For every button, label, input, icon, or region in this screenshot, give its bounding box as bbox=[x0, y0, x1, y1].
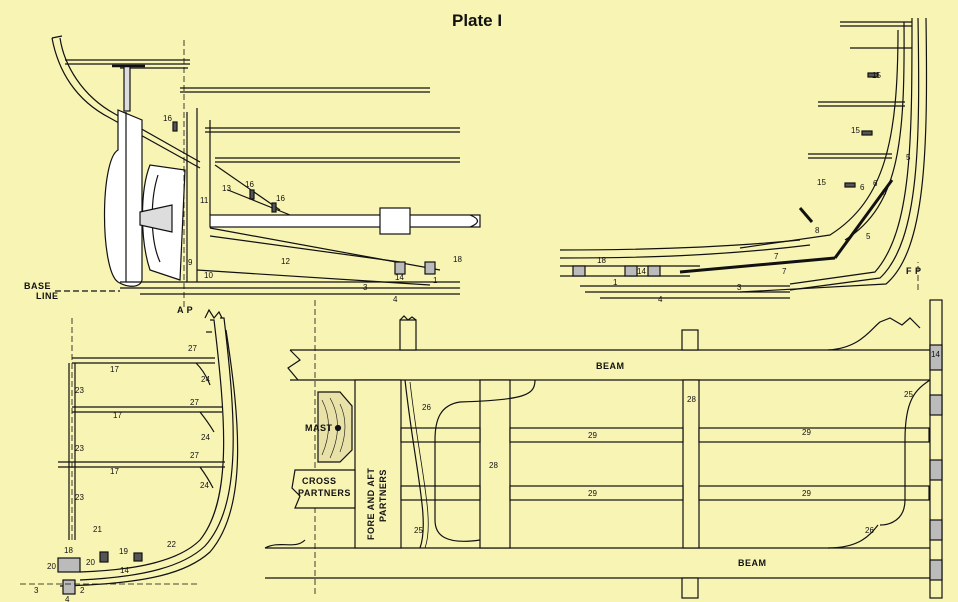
bow-label-3: 3 bbox=[737, 283, 742, 292]
base-line-label-2: LINE bbox=[36, 291, 59, 301]
ap-label: A P bbox=[177, 305, 193, 315]
bow-label-6c: 6 bbox=[882, 188, 887, 197]
bow-label-4: 4 bbox=[658, 295, 663, 304]
stern-label-16b: 16 bbox=[245, 180, 254, 189]
stern-label-12: 12 bbox=[281, 257, 290, 266]
deck-label-29b: 29 bbox=[802, 428, 811, 437]
fore-aft-partners-label-2: PARTNERS bbox=[378, 469, 388, 522]
fp-label: F P bbox=[906, 266, 922, 276]
section-label-2: 2 bbox=[80, 586, 85, 595]
plate-title: Plate I bbox=[452, 11, 502, 30]
section-label-14: 14 bbox=[120, 566, 129, 575]
bow-label-8: 8 bbox=[815, 226, 820, 235]
stern-label-10: 10 bbox=[204, 271, 213, 280]
section-label-17a: 17 bbox=[110, 365, 119, 374]
section-label-17c: 17 bbox=[110, 467, 119, 476]
section-label-27a: 27 bbox=[188, 344, 197, 353]
deck-label-29a: 29 bbox=[588, 431, 597, 440]
section-label-20b: 20 bbox=[86, 558, 95, 567]
deck-label-14: 14 bbox=[931, 350, 940, 359]
section-label-23a: 23 bbox=[75, 386, 84, 395]
section-label-17b: 17 bbox=[113, 411, 122, 420]
bow-label-7a: 7 bbox=[774, 252, 779, 261]
bow-label-5a: 5 bbox=[906, 153, 911, 162]
section-label-27b: 27 bbox=[190, 398, 199, 407]
bow-label-5b: 5 bbox=[866, 232, 871, 241]
cross-partners-label-2: PARTNERS bbox=[298, 488, 351, 498]
section-label-24b: 24 bbox=[201, 433, 210, 442]
deck-label-29c: 29 bbox=[588, 489, 597, 498]
stern-label-16a: 16 bbox=[163, 114, 172, 123]
deck-label-26b: 26 bbox=[865, 526, 874, 535]
section-label-27c: 27 bbox=[190, 451, 199, 460]
deck-label-28b: 28 bbox=[489, 461, 498, 470]
stern-label-14: 14 bbox=[395, 273, 404, 282]
bow-label-14: 14 bbox=[637, 267, 646, 276]
section-label-4: 4 bbox=[65, 595, 70, 602]
stern-profile-drawing: 16 16 16 13 11 9 10 12 18 14 3 4 1 BASE … bbox=[24, 35, 481, 315]
stern-label-11: 11 bbox=[200, 196, 209, 205]
midship-section-drawing: 27 27 27 17 17 17 24 24 24 23 23 23 21 1… bbox=[20, 308, 239, 602]
bow-label-15a: 15 bbox=[872, 71, 881, 80]
bow-label-18: 18 bbox=[597, 256, 606, 265]
bow-label-6a: 6 bbox=[860, 183, 865, 192]
stern-label-9: 9 bbox=[188, 258, 193, 267]
deck-label-25b: 25 bbox=[904, 390, 913, 399]
bow-label-15b: 15 bbox=[851, 126, 860, 135]
section-label-23c: 23 bbox=[75, 493, 84, 502]
stern-label-3: 3 bbox=[363, 283, 368, 292]
beam-label-top: BEAM bbox=[596, 361, 625, 371]
section-label-24a: 24 bbox=[201, 375, 210, 384]
base-line-label-1: BASE bbox=[24, 281, 51, 291]
deck-plan-drawing: BEAM BEAM MAST CROSS PARTNERS FORE AND A… bbox=[264, 299, 943, 599]
section-label-19: 19 bbox=[119, 547, 128, 556]
stern-label-16c: 16 bbox=[276, 194, 285, 203]
stern-label-1: 1 bbox=[433, 276, 438, 285]
stern-label-18: 18 bbox=[453, 255, 462, 264]
cross-partners-label-1: CROSS bbox=[302, 476, 337, 486]
fore-aft-partners-label-1: FORE AND AFT bbox=[366, 468, 376, 540]
deck-label-28a: 28 bbox=[687, 395, 696, 404]
section-label-20a: 20 bbox=[47, 562, 56, 571]
bow-profile-drawing: 15 15 15 5 6 6 6 8 5 7 18 14 1 7 3 4 F P bbox=[559, 17, 928, 304]
bow-label-6b: 6 bbox=[873, 179, 878, 188]
stern-label-4: 4 bbox=[393, 295, 398, 304]
deck-label-25a: 25 bbox=[414, 526, 423, 535]
deck-label-29d: 29 bbox=[802, 489, 811, 498]
section-label-3: 3 bbox=[34, 586, 39, 595]
stern-label-13: 13 bbox=[222, 184, 231, 193]
bow-label-15c: 15 bbox=[817, 178, 826, 187]
section-label-24c: 24 bbox=[200, 481, 209, 490]
beam-label-bottom: BEAM bbox=[738, 558, 767, 568]
section-label-22: 22 bbox=[167, 540, 176, 549]
section-label-23b: 23 bbox=[75, 444, 84, 453]
deck-label-26a: 26 bbox=[422, 403, 431, 412]
section-label-18: 18 bbox=[64, 546, 73, 555]
section-label-21: 21 bbox=[93, 525, 102, 534]
bow-label-1: 1 bbox=[613, 278, 618, 287]
mast-label: MAST bbox=[305, 423, 333, 433]
bow-label-7b: 7 bbox=[782, 267, 787, 276]
